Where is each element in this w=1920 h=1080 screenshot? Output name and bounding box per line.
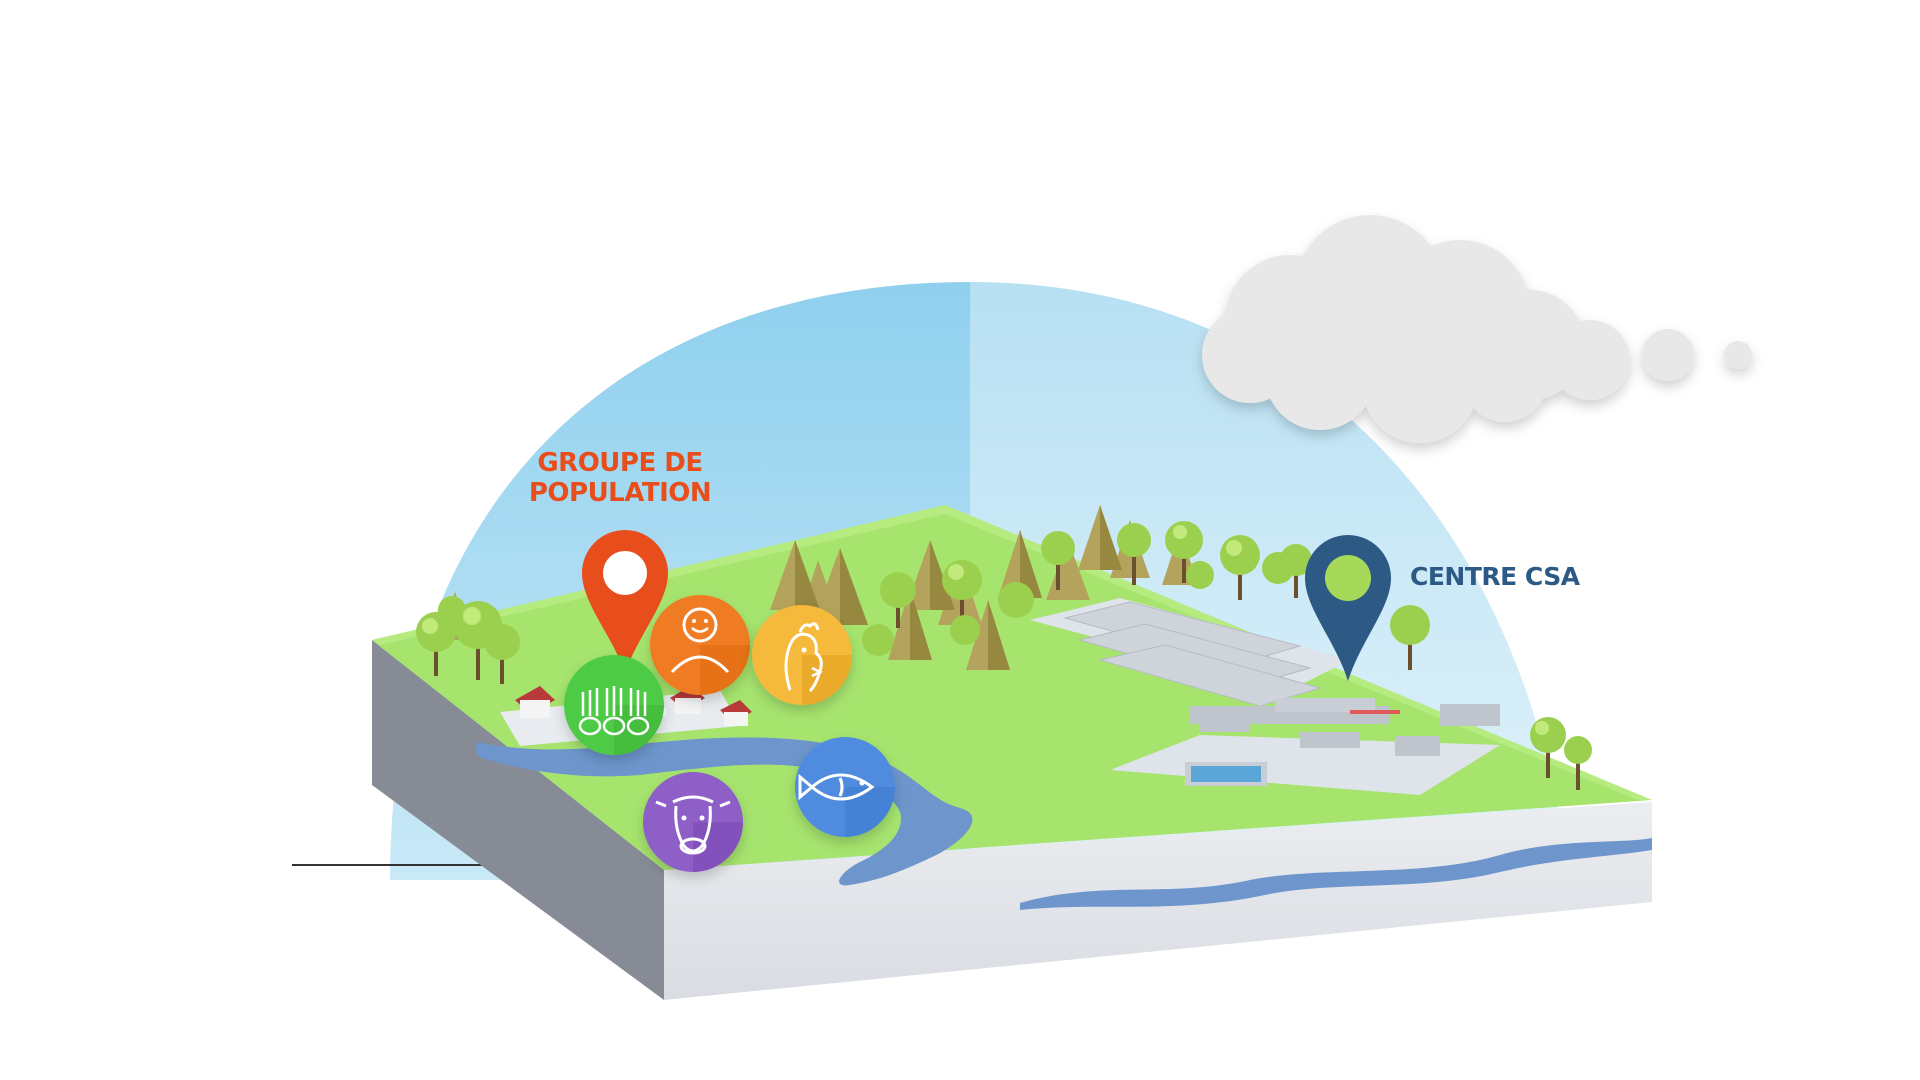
vegetables-icon [564,655,664,755]
population-group-label: GROUPE DE POPULATION [520,448,720,508]
csa-facility [1030,598,1500,795]
fish-icon [795,737,895,837]
population-label-line2: POPULATION [528,478,712,508]
csa-pin-icon [1305,535,1391,681]
csa-center-label: CENTRE CSA [1410,562,1580,591]
population-pin-icon [582,530,668,673]
population-label-line1: GROUPE DE [537,448,703,478]
cow-icon [643,772,743,872]
chicken-icon [752,605,852,705]
underground-river [1020,838,1652,910]
cloud-icon [1202,215,1752,443]
person-icon [650,595,750,695]
